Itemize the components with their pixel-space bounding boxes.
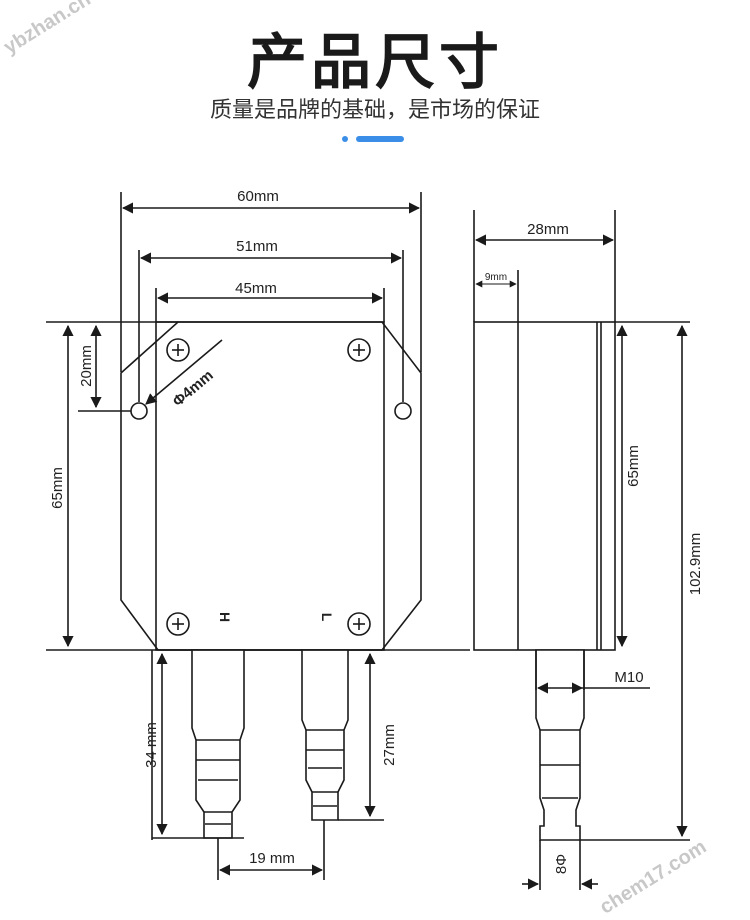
dim-hole-offset-label: 20mm [78, 345, 95, 387]
dim-port-spacing-label: 19 mm [249, 850, 295, 867]
port-high-label: H [217, 612, 233, 622]
accent-bar [356, 136, 404, 142]
dim-width-total-label: 60mm [237, 188, 279, 205]
dim-hole-spacing-label: 51mm [236, 238, 278, 255]
dim-depth-label: 28mm [527, 221, 569, 238]
screw-icon-bottom-right [347, 612, 371, 636]
dim-total-height-label: 102.9mm [687, 533, 704, 596]
port-low-label: L [319, 613, 335, 622]
screw-icon-top-left [166, 338, 190, 362]
screw-icon-top-right [347, 338, 371, 362]
dim-body-height-label: 65mm [625, 445, 642, 487]
screw-icon-bottom-left [166, 612, 190, 636]
dim-height-label: 65mm [49, 467, 66, 509]
front-view [46, 192, 470, 880]
port-low-fitting [301, 649, 349, 821]
page-subtitle: 质量是品牌的基础，是市场的保证 [209, 98, 540, 123]
mount-hole-right [394, 402, 412, 420]
dim-cover-depth-label: 9mm [485, 272, 507, 283]
front-body-outline [120, 321, 422, 651]
page-title: 产品尺寸 [247, 28, 503, 98]
side-view [473, 210, 690, 890]
dim-hose-label: 8Φ [553, 854, 570, 874]
dim-port-low-length-label: 27mm [381, 724, 398, 766]
side-body [473, 321, 616, 651]
dim-thread-label: M10 [614, 669, 643, 686]
side-port-fitting [535, 649, 585, 841]
dim-screw-spacing-label: 45mm [235, 280, 277, 297]
port-high-fitting [191, 649, 245, 839]
dim-port-high-length-label: 34 mm [143, 722, 160, 768]
accent-dot [342, 136, 348, 142]
